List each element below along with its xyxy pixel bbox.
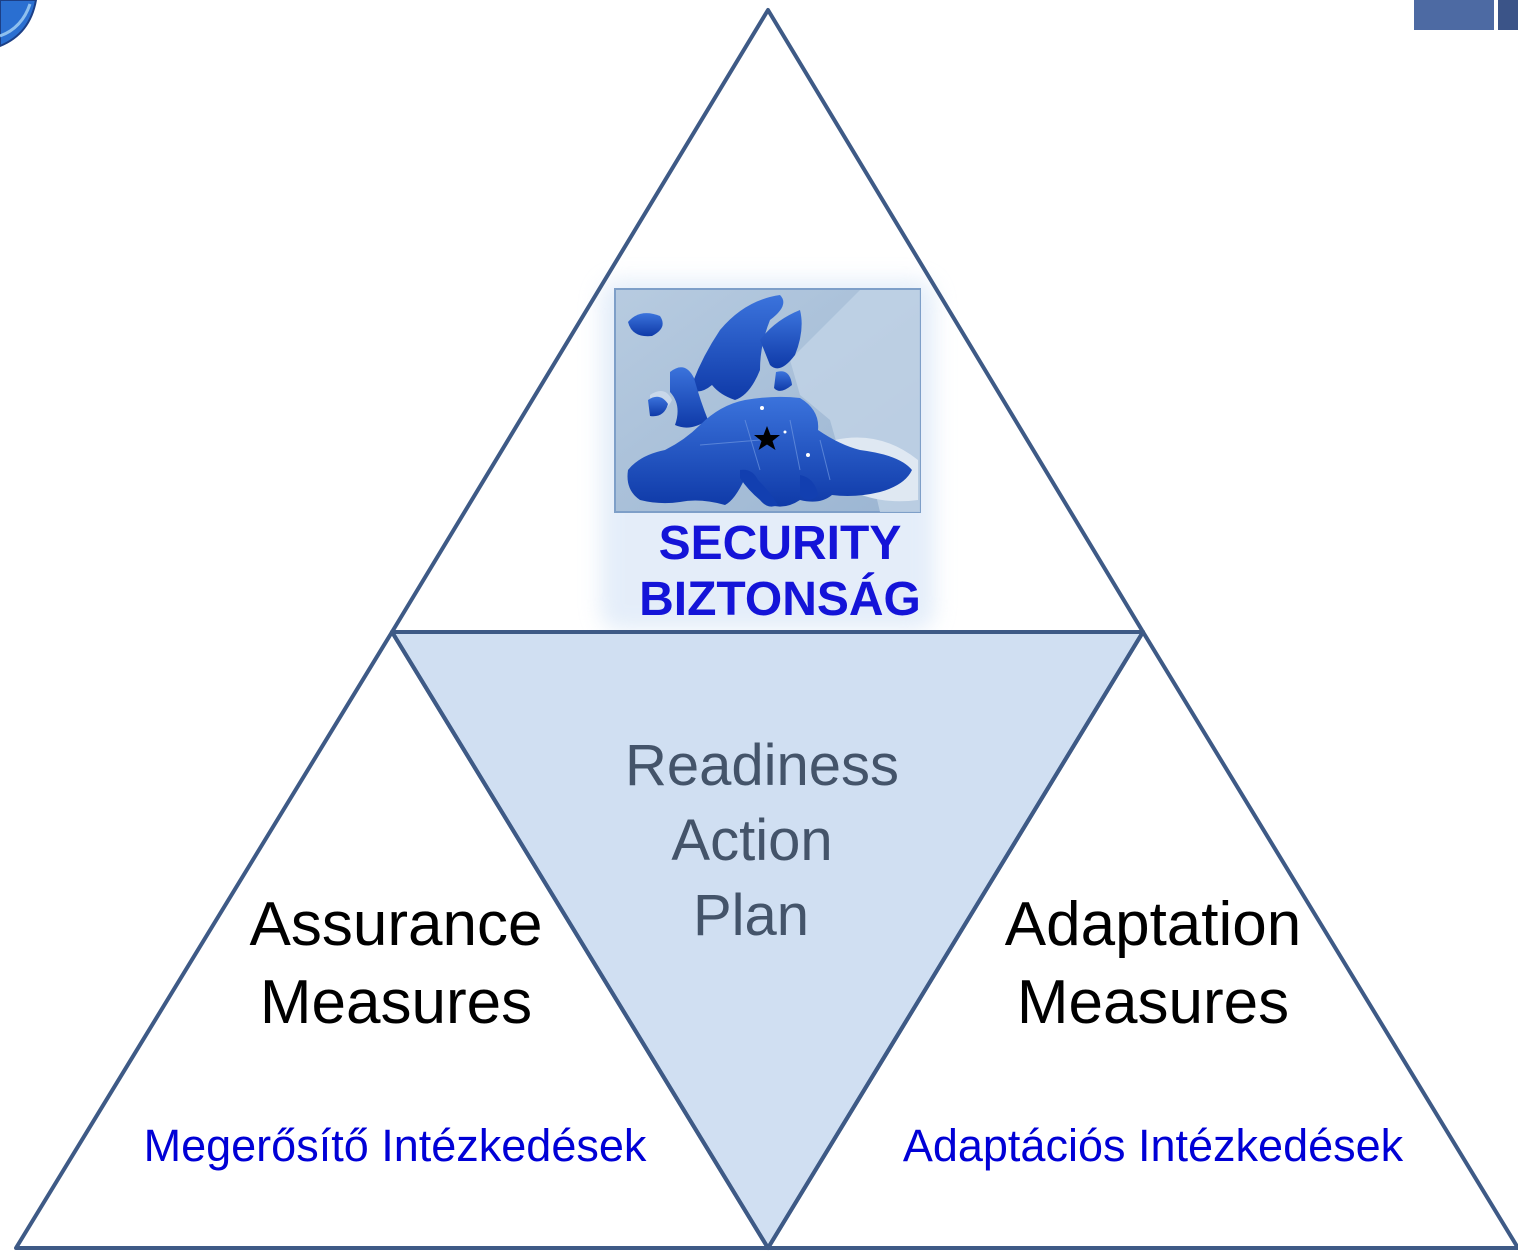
right-label: Adaptation Measures (953, 886, 1353, 1042)
security-line1: SECURITY (658, 517, 902, 570)
right-hungarian: Adaptációs Intézkedések (902, 1120, 1404, 1171)
center-line2: Action (671, 808, 833, 873)
europe-map-image (614, 288, 921, 513)
left-hungarian: Megerősítő Intézkedések (143, 1120, 647, 1171)
corner-logo-icon (1414, 0, 1518, 30)
security-line2: BIZTONSÁG (639, 573, 921, 626)
top-triangle (390, 8, 1145, 634)
left-line2: Measures (259, 968, 533, 1037)
center-line1: Readiness (624, 733, 900, 798)
right-triangle (766, 630, 1518, 1250)
left-triangle (14, 630, 770, 1250)
right-line1: Adaptation (1004, 890, 1302, 959)
right-line2: Measures (1016, 968, 1290, 1037)
left-line1: Assurance (249, 890, 543, 959)
left-label: Assurance Measures (196, 886, 596, 1042)
security-label: SECURITY BIZTONSÁG (580, 516, 980, 628)
center-line3: Plan (692, 883, 810, 948)
star-icon (754, 426, 780, 450)
logo-emblem-icon (0, 0, 38, 48)
center-label: Readiness Action Plan (562, 728, 962, 953)
